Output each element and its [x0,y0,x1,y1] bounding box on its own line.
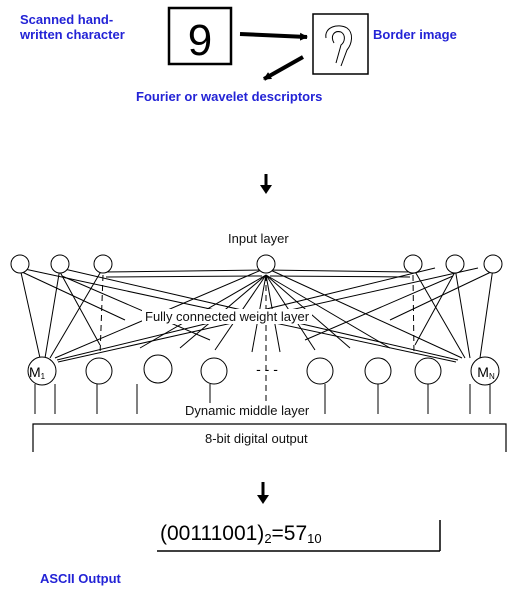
input-node [404,255,422,273]
middle-node [201,358,227,384]
input-node [11,255,29,273]
border-image-box [313,14,368,74]
input-layer-label: Input layer [225,231,292,246]
binary-value: (00111001) [160,522,264,545]
ascii-output-label: ASCII Output [40,571,121,586]
output-bar-label: 8-bit digital output [205,431,308,446]
middle-layer-label: Dynamic middle layer [182,403,312,418]
input-node [51,255,69,273]
arrow-to-descriptors [264,57,303,79]
middle-node [415,358,441,384]
binary-result: (00111001)2=5710 [160,522,322,546]
middle-node [365,358,391,384]
network-diagram: M1 MN - - - [11,255,506,452]
input-node [446,255,464,273]
input-node [94,255,112,273]
descriptors-label: Fourier or wavelet descriptors [136,89,322,104]
input-node [257,255,275,273]
input-node [484,255,502,273]
decimal-base: 10 [307,531,321,546]
scanned-digit: 9 [188,16,212,65]
middle-node [144,355,172,383]
weight-layer-label: Fully connected weight layer [142,309,312,324]
border-image-label: Border image [373,27,457,42]
scanned-label-line1: Scanned hand- [20,12,125,27]
middle-node [86,358,112,384]
scanned-character-label: Scanned hand- written character [20,12,125,42]
down-arrow-top-head [260,185,272,194]
middle-layer-ellipsis: - - - [256,361,278,377]
scanned-label-line2: written character [20,27,125,42]
decimal-value: =57 [272,522,308,545]
binary-base: 2 [264,531,271,546]
down-arrow-bottom-head [257,495,269,504]
middle-node [307,358,333,384]
arrow-to-border-image [240,34,307,37]
